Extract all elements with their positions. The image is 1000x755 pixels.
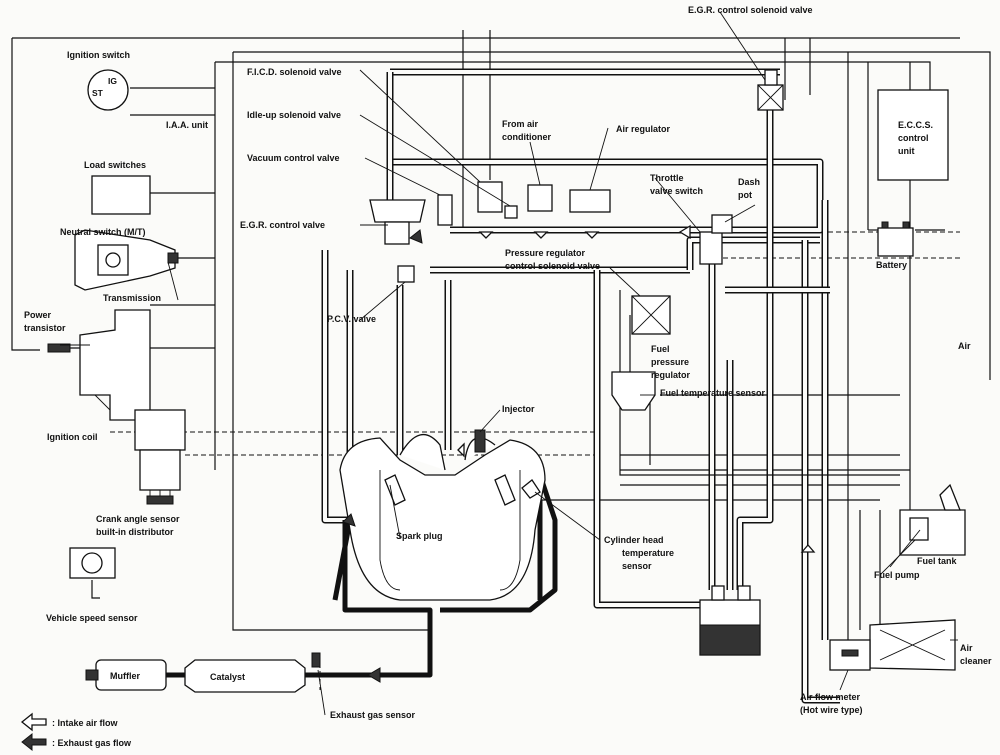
crank-angle-sensor bbox=[134, 409, 186, 505]
dash-pot-label-1: Dash bbox=[738, 177, 760, 187]
pressure-regulator-label-1: Pressure regulator bbox=[505, 248, 586, 258]
ig-label: IG bbox=[108, 76, 117, 86]
from-air-conditioner-label-2: conditioner bbox=[502, 132, 551, 142]
neutral-switch-transmission bbox=[74, 229, 179, 291]
egr-control-valve bbox=[369, 199, 426, 245]
pcv-valve bbox=[397, 265, 415, 283]
legend: : Intake air flow : Exhaust gas flow bbox=[20, 712, 132, 752]
load-switches-box bbox=[91, 175, 151, 215]
fuel-pressure-regulator-label-3: regulator bbox=[651, 370, 691, 380]
catalyst bbox=[166, 652, 321, 693]
intake-air-flow-arrow-icon bbox=[20, 712, 47, 732]
vacuum-control-valve-label: Vacuum control valve bbox=[247, 153, 340, 163]
transmission-label: Transmission bbox=[103, 293, 161, 303]
cylinder-head-label-2: temperature bbox=[622, 548, 674, 558]
muffler-label: Muffler bbox=[110, 671, 140, 681]
catalyst-label: Catalyst bbox=[210, 672, 245, 682]
air-piping bbox=[321, 68, 900, 704]
air-cleaner bbox=[869, 619, 956, 671]
fuel-pressure-regulator bbox=[611, 371, 656, 411]
power-transistor-label-2: transistor bbox=[24, 323, 66, 333]
fuel-pressure-regulator-label-2: pressure bbox=[651, 357, 689, 367]
throttle-label-1: Throttle bbox=[650, 173, 684, 183]
neutral-switch-label: Neutral switch (M/T) bbox=[60, 227, 146, 237]
eccs-label-3: unit bbox=[898, 146, 915, 156]
ficd-solenoid-valve-label: F.I.C.D. solenoid valve bbox=[247, 67, 342, 77]
dash-pot-label-2: pot bbox=[738, 190, 752, 200]
vehicle-speed-sensor bbox=[69, 547, 116, 579]
iaa-unit-label: I.A.A. unit bbox=[166, 120, 208, 130]
throttle-label-2: valve switch bbox=[650, 186, 703, 196]
cylinder-head-label-1: Cylinder head bbox=[604, 535, 664, 545]
cylinder-head-label-3: sensor bbox=[622, 561, 652, 571]
battery-label: Battery bbox=[876, 260, 907, 270]
eccs-label-1: E.C.C.S. bbox=[898, 120, 933, 130]
exhaust-gas-sensor-label: Exhaust gas sensor bbox=[330, 710, 416, 720]
legend-exhaust-label: : Exhaust gas flow bbox=[52, 738, 132, 748]
engine-block bbox=[339, 434, 546, 601]
idle-up-solenoid-valve-label: Idle-up solenoid valve bbox=[247, 110, 341, 120]
pressure-regulator-solenoid bbox=[631, 295, 671, 335]
eccs-control-unit bbox=[877, 89, 949, 181]
fuel-tank-label: Fuel tank bbox=[917, 556, 958, 566]
air-flow-meter bbox=[829, 639, 871, 671]
throttle-dashpot bbox=[699, 214, 733, 265]
exhaust-gas-flow-arrow-icon bbox=[21, 732, 47, 752]
injector bbox=[474, 429, 486, 453]
cylinder-head-temperature-sensor bbox=[521, 479, 541, 499]
eccs-label-2: control bbox=[898, 133, 929, 143]
st-label: ST bbox=[92, 88, 104, 98]
crank-angle-sensor-label-2: built-in distributor bbox=[96, 527, 174, 537]
egr-control-solenoid-valve-label: E.G.R. control solenoid valve bbox=[688, 5, 813, 15]
pcv-valve-label: P.C.V. valve bbox=[327, 314, 376, 324]
air-cleaner-label-2: cleaner bbox=[960, 656, 992, 666]
solenoid-valves-group bbox=[437, 181, 611, 226]
egr-control-valve-label: E.G.R. control valve bbox=[240, 220, 325, 230]
air-flow-meter-label-2: (Hot wire type) bbox=[800, 705, 863, 715]
fuel-tank bbox=[899, 483, 966, 556]
labels: E.G.R. control solenoid valve Ignition s… bbox=[24, 5, 992, 720]
fuel-pressure-regulator-label-1: Fuel bbox=[651, 344, 670, 354]
vehicle-speed-sensor-label: Vehicle speed sensor bbox=[46, 613, 138, 623]
legend-intake-label: : Intake air flow bbox=[52, 718, 119, 728]
injector-label: Injector bbox=[502, 404, 535, 414]
battery bbox=[877, 221, 914, 257]
canister bbox=[699, 585, 761, 656]
spark-plug-label: Spark plug bbox=[396, 531, 443, 541]
load-switches-label: Load switches bbox=[84, 160, 146, 170]
ignition-switch: IG ST bbox=[87, 69, 129, 111]
power-transistor-label-1: Power bbox=[24, 310, 52, 320]
air-flow-meter-label-1: Air flow meter bbox=[800, 692, 861, 702]
from-air-conditioner-label-1: From air bbox=[502, 119, 539, 129]
fuel-temperature-sensor-label: Fuel temperature sensor bbox=[660, 388, 766, 398]
egr-control-solenoid bbox=[757, 69, 784, 111]
pressure-regulator-label-2: control solenoid valve bbox=[505, 261, 600, 271]
crank-angle-sensor-label-1: Crank angle sensor bbox=[96, 514, 180, 524]
fuel-pump-label: Fuel pump bbox=[874, 570, 920, 580]
air-regulator-label: Air regulator bbox=[616, 124, 671, 134]
air-cleaner-label-1: Air bbox=[960, 643, 973, 653]
ignition-switch-label: Ignition switch bbox=[67, 50, 130, 60]
flow-arrows bbox=[342, 224, 816, 683]
ignition-coil-label: Ignition coil bbox=[47, 432, 98, 442]
air-label: Air bbox=[958, 341, 971, 351]
leader-lines bbox=[60, 11, 958, 716]
